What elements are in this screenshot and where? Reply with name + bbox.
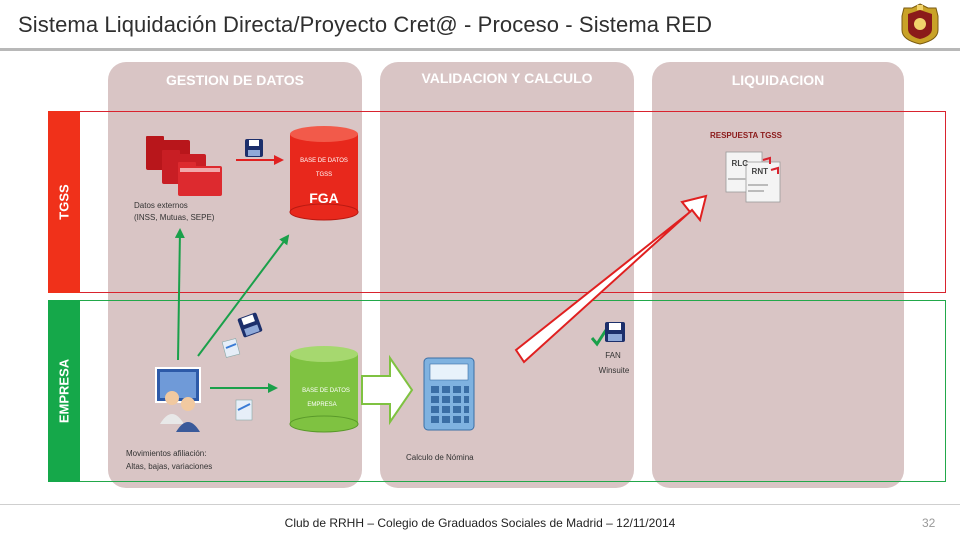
db-tgss-label: BASE DE DATOS [300,158,348,164]
row-tab-empresa: EMPRESA [48,300,80,482]
footer-divider [0,504,960,505]
page-title: Sistema Liquidación Directa/Proyecto Cre… [18,12,713,37]
column-liquidacion: LIQUIDACION [652,62,904,488]
movimientos-label: Movimientos afiliación: [126,449,206,458]
document-transfer-icon [235,399,253,421]
title-divider [0,48,960,51]
row-tab-tgss: TGSS [48,111,80,293]
document-transfer-icon [221,338,241,358]
column-header: LIQUIDACION [731,72,825,88]
fan-label: FAN [605,351,621,360]
calculo-label: Calculo de Nómina [406,453,474,462]
document-label-rnt: RNT [752,167,769,176]
document-label-rlc: RLC [732,159,749,168]
checkmark-icon [590,329,608,347]
column-validacion-y-calculo: VALIDACION Y CALCULO [380,62,634,488]
column-header: VALIDACION Y CALCULO [421,70,593,86]
column-header: GESTION DE DATOS [166,72,304,88]
footer-text: Club de RRHH – Colegio de Graduados Soci… [284,516,676,530]
users-company-icon [155,367,201,432]
page-number: 32 [922,516,936,530]
arrow-calculo-to-respuesta [514,194,708,364]
fan-sublabel: Winsuite [599,366,630,375]
documents-icon [725,151,781,203]
respuesta-tgss-label: RESPUESTA TGSS [710,131,783,140]
calculator-icon [423,357,475,431]
movimientos-sublabel: Altas, bajas, variaciones [126,462,212,471]
folders-icon [146,136,222,196]
arrow-movimientos-to-externos [174,228,185,361]
db-empresa-sublabel: EMPRESA [307,402,336,408]
db-empresa-label: BASE DE DATOS [302,388,350,394]
db-tgss-name: FGA [309,190,339,206]
floppy-disk-icon [605,322,625,342]
floppy-disk-icon [245,139,263,157]
datos-externos-label: Datos externos [134,201,188,210]
datos-externos-sublabel: (INSS, Mutuas, SEPE) [134,213,215,222]
database-tgss-icon [289,126,359,221]
crest-logo-icon [901,3,939,45]
db-tgss-sublabel: TGSS [316,172,332,178]
arrow-db-empresa-to-calculo [361,354,414,426]
database-empresa-icon [289,346,359,433]
arrow-movimientos-to-fga [197,234,290,357]
floppy-disk-icon [237,312,263,338]
